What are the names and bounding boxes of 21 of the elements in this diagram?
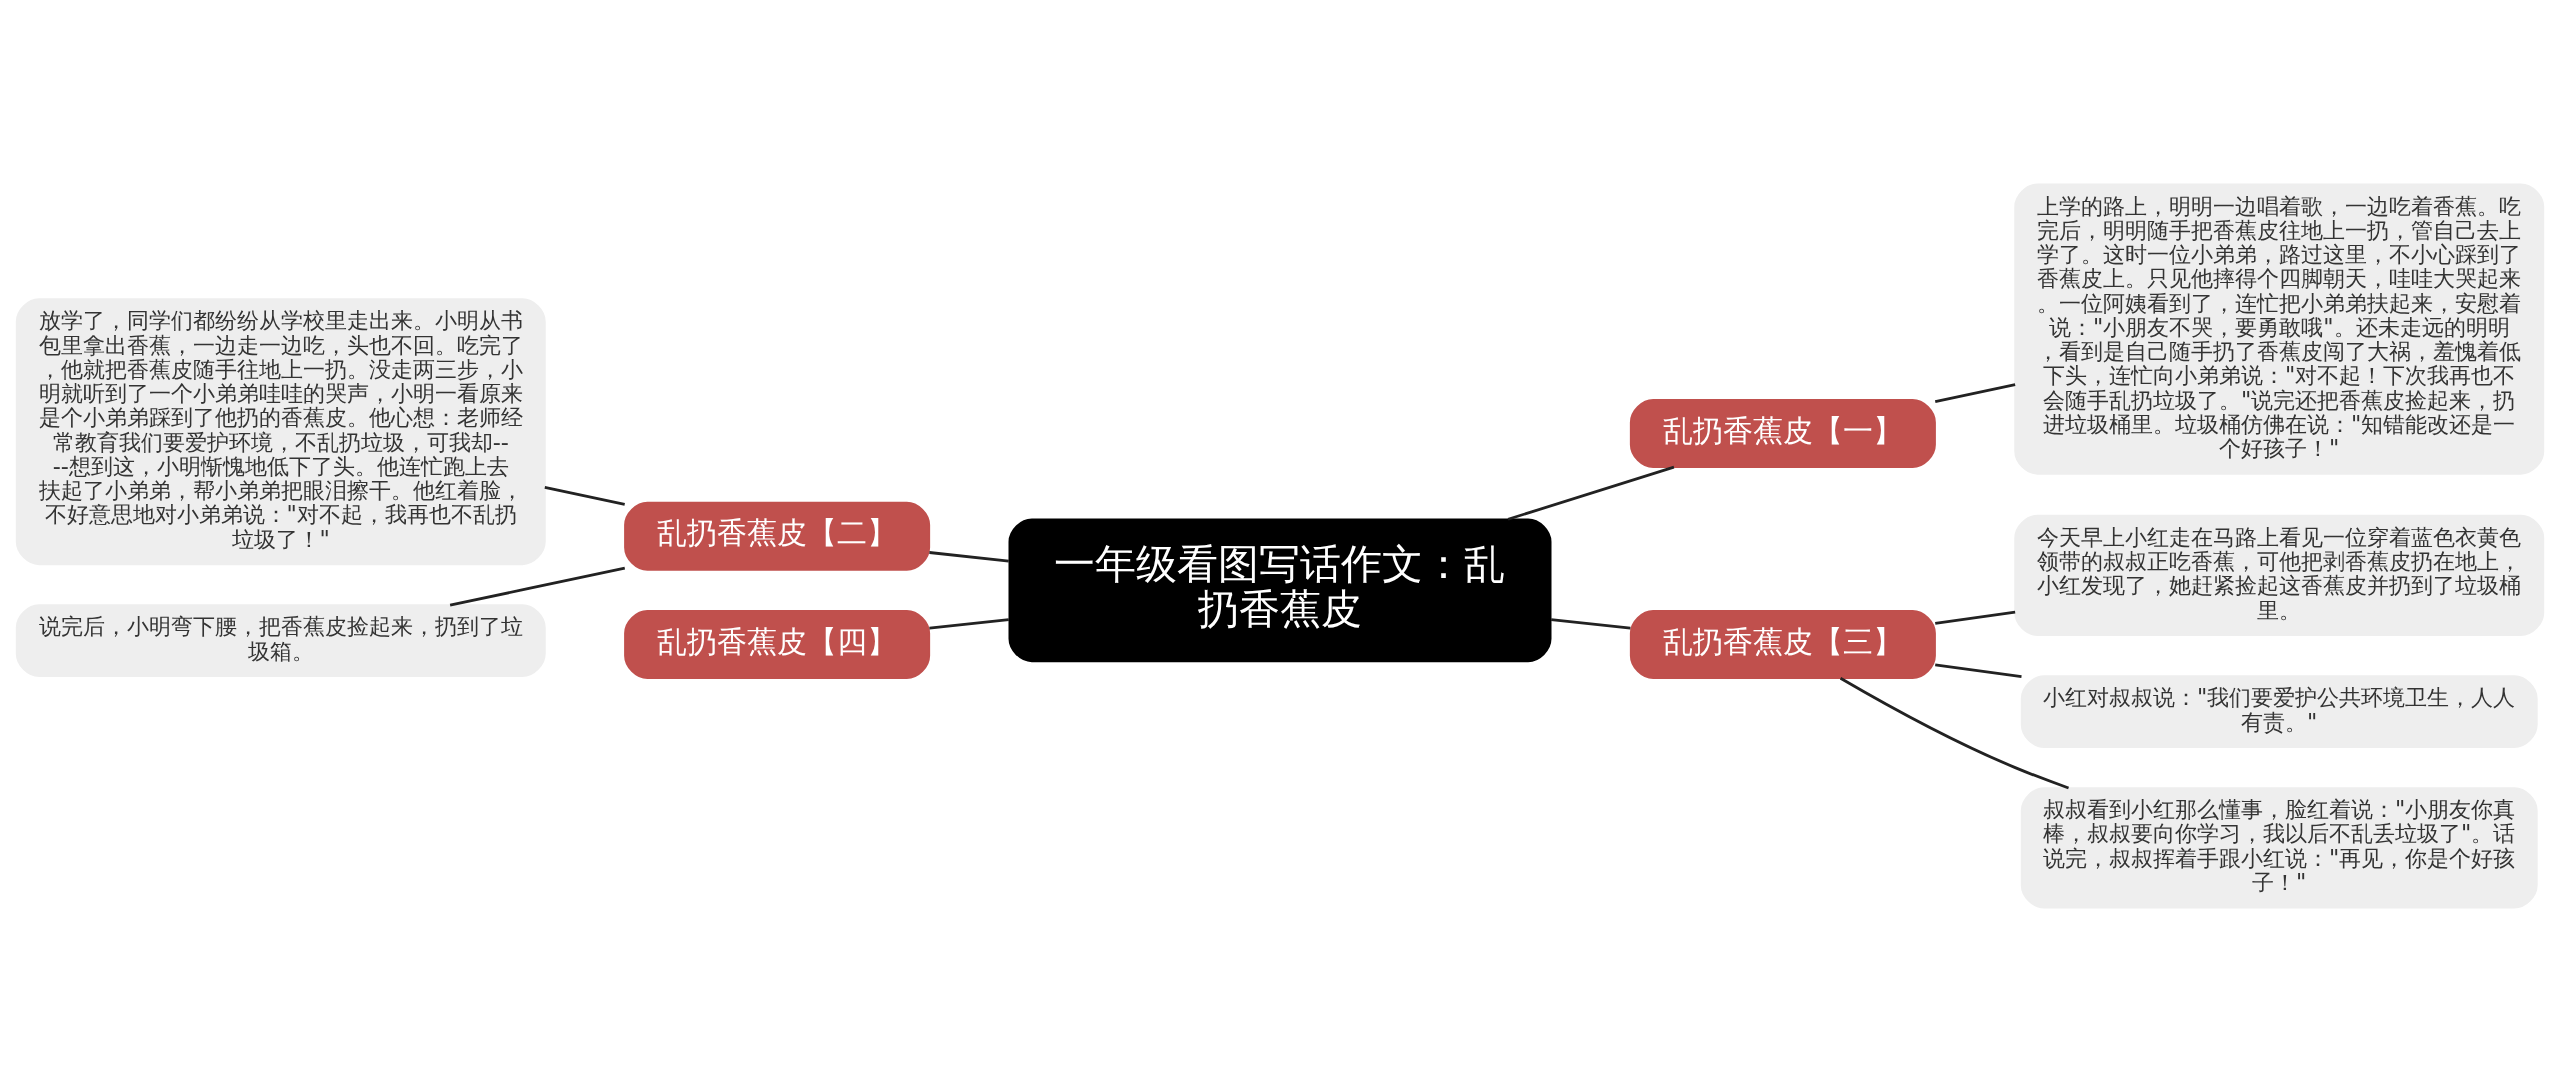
connector	[1551, 618, 1631, 630]
node-box: 叔叔看到小红那么懂事，脸红着说："小朋友你真棒，叔叔要向你学习，我以后不乱丢垃圾了"。话说完，叔叔挥着手跟小红说："再见，你是个好孩子！"	[2020, 787, 2538, 909]
connector	[1839, 677, 2069, 790]
connector	[1934, 383, 2016, 403]
connector	[1935, 610, 2016, 625]
connector	[929, 618, 1009, 630]
connector	[1935, 663, 2022, 679]
connector	[449, 566, 626, 607]
connector	[929, 551, 1009, 563]
node-box: 乱扔香蕉皮【四】	[624, 609, 931, 679]
connector	[544, 485, 625, 506]
node-box: 乱扔香蕉皮【二】	[624, 501, 931, 571]
node-box: 今天早上小红走在马路上看见一位穿着蓝色衣黄色领带的叔叔正吃香蕉，可他把剥香蕉皮扔在地上，小红发现了，她赶紧捡起这香蕉皮并扔到了垃圾桶里。	[2014, 514, 2545, 637]
node-box: 说完后，小明弯下腰，把香蕉皮捡起来，扔到了垃圾箱。	[15, 604, 546, 678]
node-box: 放学了，同学们都纷纷从学校里走出来。小明从书包里拿出香蕉，一边走一边吃，头也不回。吃完了，他就把香蕉皮随手往地上一扔。没走两三步，小明就听到了一个小弟弟哇哇的哭声，小明一看原来是个小弟弟踩到了他扔的香蕉皮。他心想：老师经常教育我们要爱护环境，不乱扔垃圾，可我却----想到这，小明惭愧地低下了头。他连忙跑上去扶起了小弟弟，帮小弟弟把眼泪擦干。他红着脸，不好意思地对小弟弟说："对不起，我再也不乱扔垃圾了！"	[15, 298, 546, 566]
node-box: 一年级看图写话作文：乱扔香蕉皮	[1008, 518, 1552, 663]
node-box: 小红对叔叔说："我们要爱护公共环境卫生，人人有责。"	[2020, 675, 2538, 748]
connector	[1507, 465, 1675, 521]
node-box: 上学的路上，明明一边唱着歌，一边吃着香蕉。吃完后，明明随手把香蕉皮往地上一扔，管自己去上学了。这时一位小弟弟，路过这里，不小心踩到了香蕉皮上。只见他摔得个四脚朝天，哇哇大哭起来。一位阿姨看到了，连忙把小弟弟扶起来，安慰着说："小朋友不哭，要勇敢哦"。还未走远的明明，看到是自己随手扔了香蕉皮闯了大祸，羞愧着低下头，连忙向小弟弟说："对不起！下次我再也不会随手乱扔垃圾了。"说完还把香蕉皮捡起来，扔进垃圾桶里。垃圾桶仿佛在说："知错能改还是一个好孩子！"	[2014, 183, 2545, 475]
node-box: 乱扔香蕉皮【一】	[1629, 399, 1936, 469]
node-box: 乱扔香蕉皮【三】	[1629, 609, 1936, 679]
